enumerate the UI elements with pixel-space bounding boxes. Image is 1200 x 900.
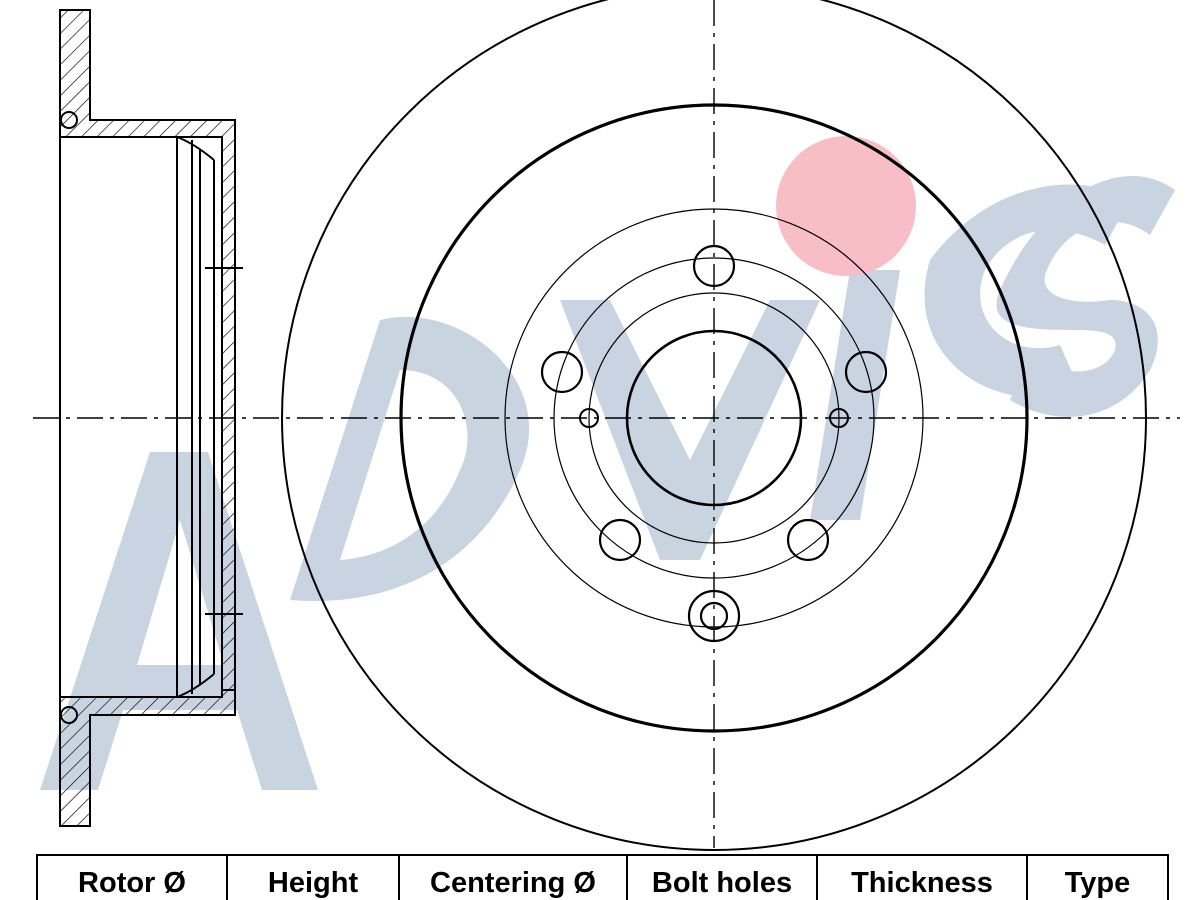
spec-table: Rotor Ø Height Centering Ø Bolt holes Th… [36,854,1169,900]
bolt-holes [540,244,888,643]
header-type: Type [1026,854,1169,900]
advics-watermark-logo [40,136,1175,790]
lower-hatched-wall [59,689,236,827]
header-bolt-holes: Bolt holes [626,854,818,900]
bolt-hole [786,518,830,562]
disc-section-view [59,9,243,827]
header-height: Height [226,854,400,900]
centre-lines [33,0,1180,848]
header-centering-diameter: Centering Ø [398,854,628,900]
header-thickness: Thickness [816,854,1028,900]
header-rotor-diameter: Rotor Ø [36,854,228,900]
spec-table-header-row: Rotor Ø Height Centering Ø Bolt holes Th… [36,854,1169,900]
bolt-hole [844,350,888,394]
bolt-hole [540,350,584,394]
bolt-hole [598,518,642,562]
